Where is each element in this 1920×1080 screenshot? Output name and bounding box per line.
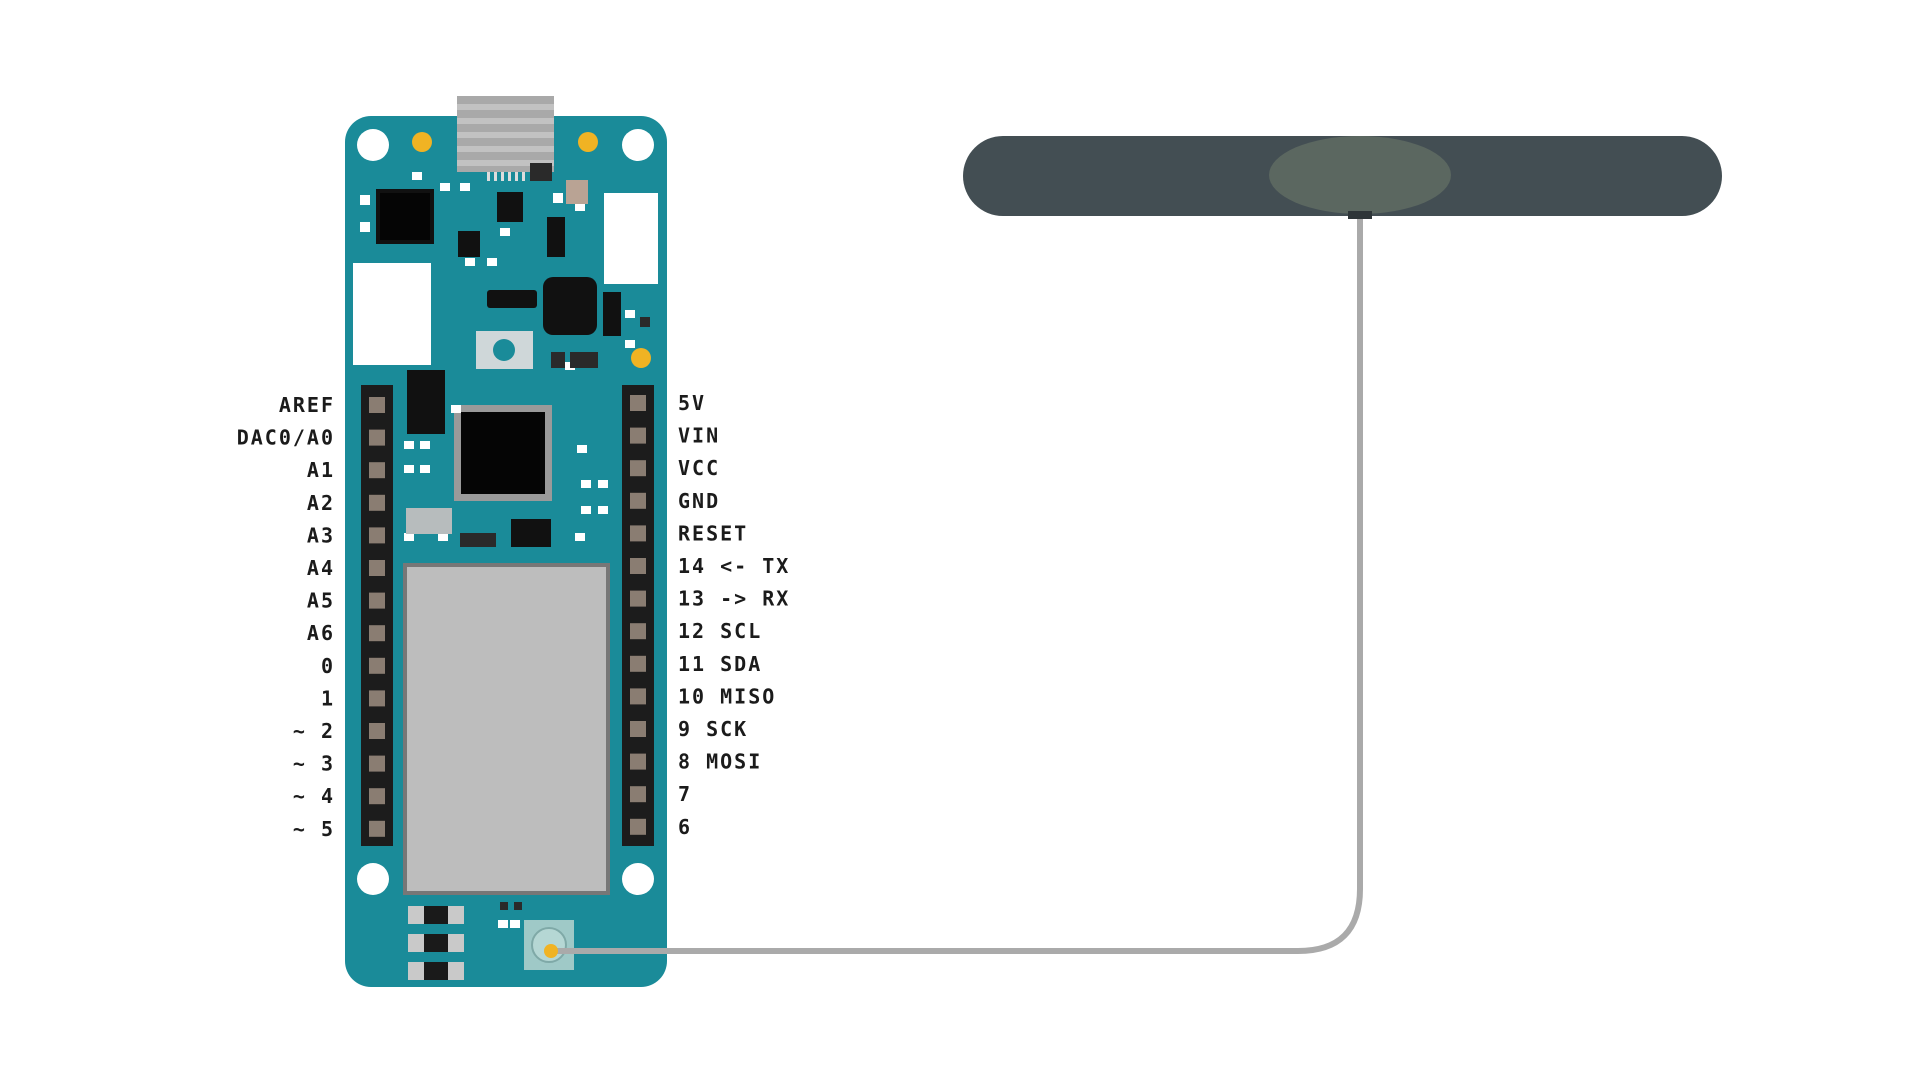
right-pin-label: 11 SDA bbox=[678, 652, 762, 676]
left-pin-1 bbox=[369, 429, 385, 446]
left-pin-7 bbox=[369, 625, 385, 642]
left-pin-label: ~ 2 bbox=[293, 719, 335, 743]
left-pin-0 bbox=[369, 397, 385, 413]
microcontroller-chip bbox=[454, 405, 552, 501]
bottom-components bbox=[408, 902, 522, 980]
left-pin-header bbox=[361, 385, 393, 846]
left-pin-label: ~ 4 bbox=[293, 784, 335, 808]
left-pin-6 bbox=[369, 592, 385, 609]
right-header-pins bbox=[630, 395, 646, 835]
antenna bbox=[963, 136, 1722, 219]
left-pin-label: ~ 3 bbox=[293, 752, 335, 776]
right-pin-labels: 5V VIN VCC GND RESET 14 <- TX 13 -> RX 12 SCL 11… bbox=[678, 391, 790, 839]
left-pin-5 bbox=[369, 560, 385, 576]
component-grey-2 bbox=[566, 180, 588, 204]
right-pin-label: GND bbox=[678, 489, 720, 513]
passive-components bbox=[360, 172, 635, 541]
usb-connector bbox=[457, 96, 554, 181]
antenna-base bbox=[1269, 136, 1451, 214]
left-header-pins bbox=[369, 397, 385, 837]
component-grey-1 bbox=[406, 508, 452, 534]
left-pin-label: A6 bbox=[307, 621, 335, 645]
led-side bbox=[631, 348, 651, 368]
right-pin-12 bbox=[630, 786, 646, 803]
right-pin-label: VCC bbox=[678, 456, 720, 480]
right-pin-2 bbox=[630, 460, 646, 477]
mounting-hole-bottom-right bbox=[622, 863, 654, 895]
right-pin-7 bbox=[630, 623, 646, 640]
mounting-hole-bottom-left bbox=[357, 863, 389, 895]
right-pin-0 bbox=[630, 395, 646, 411]
crystal bbox=[543, 277, 597, 335]
right-pin-label: 7 bbox=[678, 782, 692, 806]
right-pin-11 bbox=[630, 753, 646, 770]
connector-pin bbox=[544, 944, 558, 958]
right-pin-label: 6 bbox=[678, 815, 692, 839]
left-pin-13 bbox=[369, 820, 385, 837]
right-pin-9 bbox=[630, 688, 646, 705]
right-pin-label: RESET bbox=[678, 521, 748, 545]
left-pin-label: A4 bbox=[307, 556, 335, 580]
arduino-board bbox=[345, 96, 667, 987]
right-pin-label: 9 SCK bbox=[678, 717, 748, 741]
left-pin-4 bbox=[369, 527, 385, 544]
mounting-hole-top-right bbox=[622, 129, 654, 161]
left-pin-12 bbox=[369, 788, 385, 805]
right-pin-5 bbox=[630, 558, 646, 574]
left-pin-2 bbox=[369, 462, 385, 479]
left-pin-label: A2 bbox=[307, 491, 335, 515]
right-pin-6 bbox=[630, 590, 646, 607]
right-pin-4 bbox=[630, 525, 646, 542]
left-pin-9 bbox=[369, 690, 385, 707]
right-pin-label: 5V bbox=[678, 391, 706, 415]
right-pin-label: 14 <- TX bbox=[678, 554, 790, 578]
right-pin-header bbox=[622, 385, 654, 846]
left-pin-label: A3 bbox=[307, 523, 335, 547]
right-pin-10 bbox=[630, 721, 646, 737]
led-right bbox=[578, 132, 598, 152]
left-pin-8 bbox=[369, 657, 385, 674]
left-pin-label: 1 bbox=[321, 686, 335, 710]
right-pin-label: 10 MISO bbox=[678, 684, 776, 708]
ic-small-1 bbox=[487, 290, 537, 308]
right-pin-label: 8 MOSI bbox=[678, 750, 762, 774]
reset-button bbox=[476, 331, 533, 369]
ic-small-2 bbox=[511, 519, 551, 547]
passive-dark bbox=[460, 163, 650, 547]
left-pin-label: 0 bbox=[321, 654, 335, 678]
right-pin-8 bbox=[630, 655, 646, 672]
radio-module bbox=[403, 563, 610, 895]
left-pin-3 bbox=[369, 494, 385, 511]
ic-small-5 bbox=[497, 192, 523, 222]
right-pin-13 bbox=[630, 818, 646, 835]
right-pin-3 bbox=[630, 492, 646, 509]
left-pin-label: A1 bbox=[307, 458, 335, 482]
right-pin-label: VIN bbox=[678, 424, 720, 448]
left-pin-label: DAC0/A0 bbox=[237, 426, 335, 450]
battery-connector bbox=[353, 263, 431, 365]
left-pin-label: ~ 5 bbox=[293, 817, 335, 841]
antenna-cable bbox=[549, 216, 1363, 954]
ic-small-6 bbox=[547, 217, 565, 257]
left-pin-label: A5 bbox=[307, 589, 335, 613]
left-pin-11 bbox=[369, 755, 385, 772]
side-connector bbox=[604, 193, 658, 284]
ic-small-4 bbox=[458, 231, 480, 257]
led-left bbox=[412, 132, 432, 152]
regulator bbox=[407, 370, 445, 434]
right-pin-label: 13 -> RX bbox=[678, 587, 790, 611]
right-pin-1 bbox=[630, 427, 646, 444]
left-pin-label: AREF bbox=[279, 393, 335, 417]
chip-small bbox=[376, 189, 434, 244]
mounting-hole-top-left bbox=[357, 129, 389, 161]
ic-small-3 bbox=[603, 292, 621, 336]
left-pin-10 bbox=[369, 723, 385, 739]
right-pin-label: 12 SCL bbox=[678, 619, 762, 643]
